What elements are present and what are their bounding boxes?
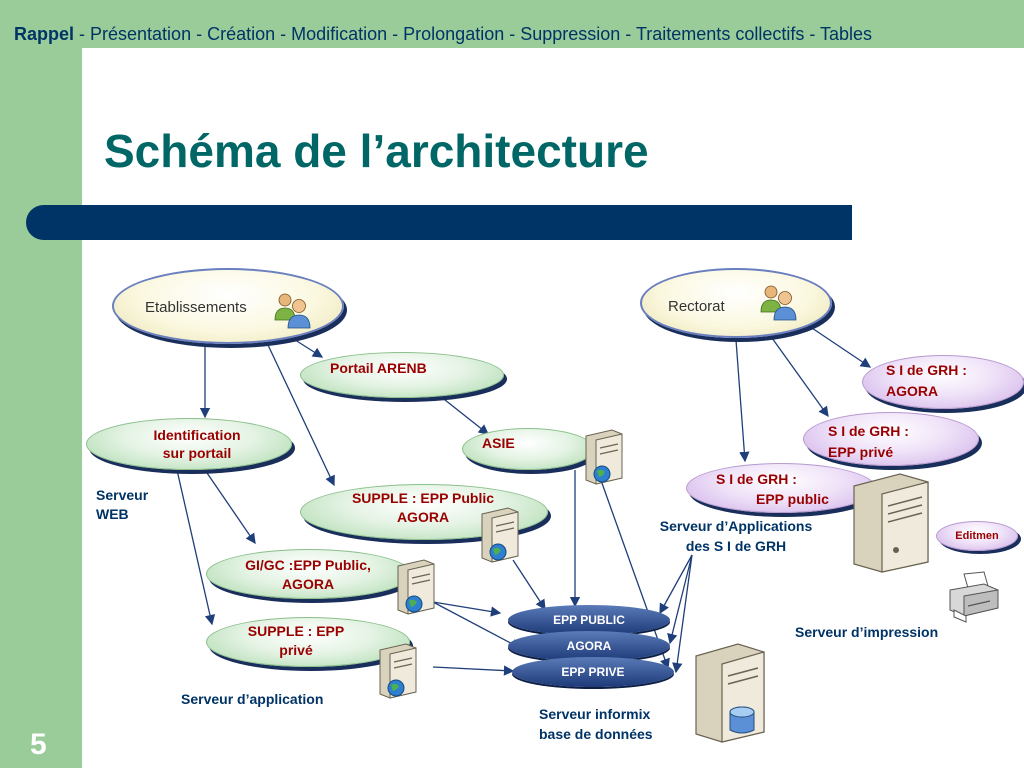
node-editmen: Editmen bbox=[936, 521, 1018, 551]
sigrh-prive-label: S I de GRH : EPP privé bbox=[828, 421, 909, 463]
node-etablissements bbox=[112, 268, 344, 344]
serveur-applications-grh-line2: des S I de GRH bbox=[685, 538, 787, 554]
serveur-informix-line2: base de données bbox=[539, 726, 653, 742]
node-gigc bbox=[206, 549, 412, 599]
node-sigrh-agora bbox=[862, 355, 1024, 409]
sigrh-prive-line1: S I de GRH : bbox=[828, 423, 909, 439]
etablissements-label: Etablissements bbox=[145, 299, 247, 316]
header-band bbox=[0, 0, 1024, 48]
page-number: 5 bbox=[30, 728, 47, 761]
db-epp-prive: EPP PRIVE bbox=[512, 657, 674, 687]
server-icon bbox=[585, 429, 623, 485]
sigrh-agora-line1: S I de GRH : bbox=[886, 362, 967, 378]
identification-line2: sur portail bbox=[162, 445, 232, 461]
gigc-line1: GI/GC :EPP Public, bbox=[245, 557, 371, 573]
supple-prive-label: SUPPLE : EPP privé bbox=[206, 622, 386, 660]
supple-public-line2: AGORA bbox=[396, 509, 450, 525]
db-agora: AGORA bbox=[508, 631, 670, 661]
serveur-web-line1: Serveur bbox=[96, 487, 149, 503]
serveur-application-label: Serveur d’application bbox=[181, 691, 324, 707]
sigrh-public-line1: S I de GRH : bbox=[716, 471, 797, 487]
supple-prive-line1: SUPPLE : EPP bbox=[247, 623, 345, 639]
sigrh-public-label: S I de GRH : EPP public bbox=[716, 469, 829, 509]
gigc-label: GI/GC :EPP Public, AGORA bbox=[206, 556, 410, 594]
node-rectorat bbox=[640, 268, 832, 338]
serveur-informix-label: Serveur informix base de données bbox=[539, 704, 653, 744]
server-icon bbox=[397, 559, 435, 615]
title-underline-bar bbox=[26, 205, 852, 240]
breadcrumb-nav: Rappel - Présentation - Création - Modif… bbox=[14, 24, 872, 45]
serveur-web-line2: WEB bbox=[96, 506, 129, 522]
nav-items[interactable]: - Présentation - Création - Modification… bbox=[74, 24, 873, 44]
sigrh-agora-line2: AGORA bbox=[886, 383, 939, 399]
printer-icon bbox=[949, 571, 999, 623]
users-icon bbox=[274, 293, 311, 329]
users-icon bbox=[760, 285, 797, 321]
portail-arenb-label: Portail ARENB bbox=[330, 360, 427, 376]
gigc-line2: AGORA bbox=[281, 576, 335, 592]
serveur-informix-line1: Serveur informix bbox=[539, 706, 651, 722]
supple-public-line1: SUPPLE : EPP Public bbox=[351, 490, 495, 506]
sigrh-agora-label: S I de GRH : AGORA bbox=[886, 360, 967, 402]
supple-public-label: SUPPLE : EPP Public AGORA bbox=[300, 489, 546, 527]
server-icon bbox=[853, 473, 929, 573]
db-epp-public: EPP PUBLIC bbox=[508, 605, 670, 635]
serveur-impression-label: Serveur d’impression bbox=[795, 624, 939, 640]
sigrh-prive-line2: EPP privé bbox=[828, 444, 894, 460]
node-portail-arenb bbox=[300, 352, 504, 398]
node-supple-prive bbox=[206, 617, 410, 667]
node-sigrh-prive bbox=[803, 412, 979, 466]
slide-title: Schéma de l’architecture bbox=[104, 125, 649, 177]
database-server-icon bbox=[695, 643, 765, 743]
serveur-applications-grh-label: Serveur d’Applications des S I de GRH bbox=[642, 516, 830, 556]
asie-label: ASIE bbox=[482, 435, 515, 451]
serveur-web-label: Serveur WEB bbox=[96, 486, 148, 524]
node-asie bbox=[462, 428, 594, 470]
left-band bbox=[0, 0, 82, 768]
rectorat-label: Rectorat bbox=[668, 298, 725, 315]
nav-highlight[interactable]: Rappel bbox=[14, 24, 75, 44]
server-icon bbox=[379, 643, 417, 699]
sigrh-public-line2: EPP public bbox=[756, 491, 829, 507]
identification-line1: Identification bbox=[153, 427, 241, 443]
node-sigrh-public bbox=[686, 463, 876, 513]
supple-prive-line2: privé bbox=[279, 642, 313, 658]
identification-label: Identification sur portail bbox=[86, 426, 308, 462]
serveur-applications-grh-line1: Serveur d’Applications bbox=[659, 518, 813, 534]
node-identification bbox=[86, 418, 292, 470]
server-icon bbox=[481, 507, 519, 563]
